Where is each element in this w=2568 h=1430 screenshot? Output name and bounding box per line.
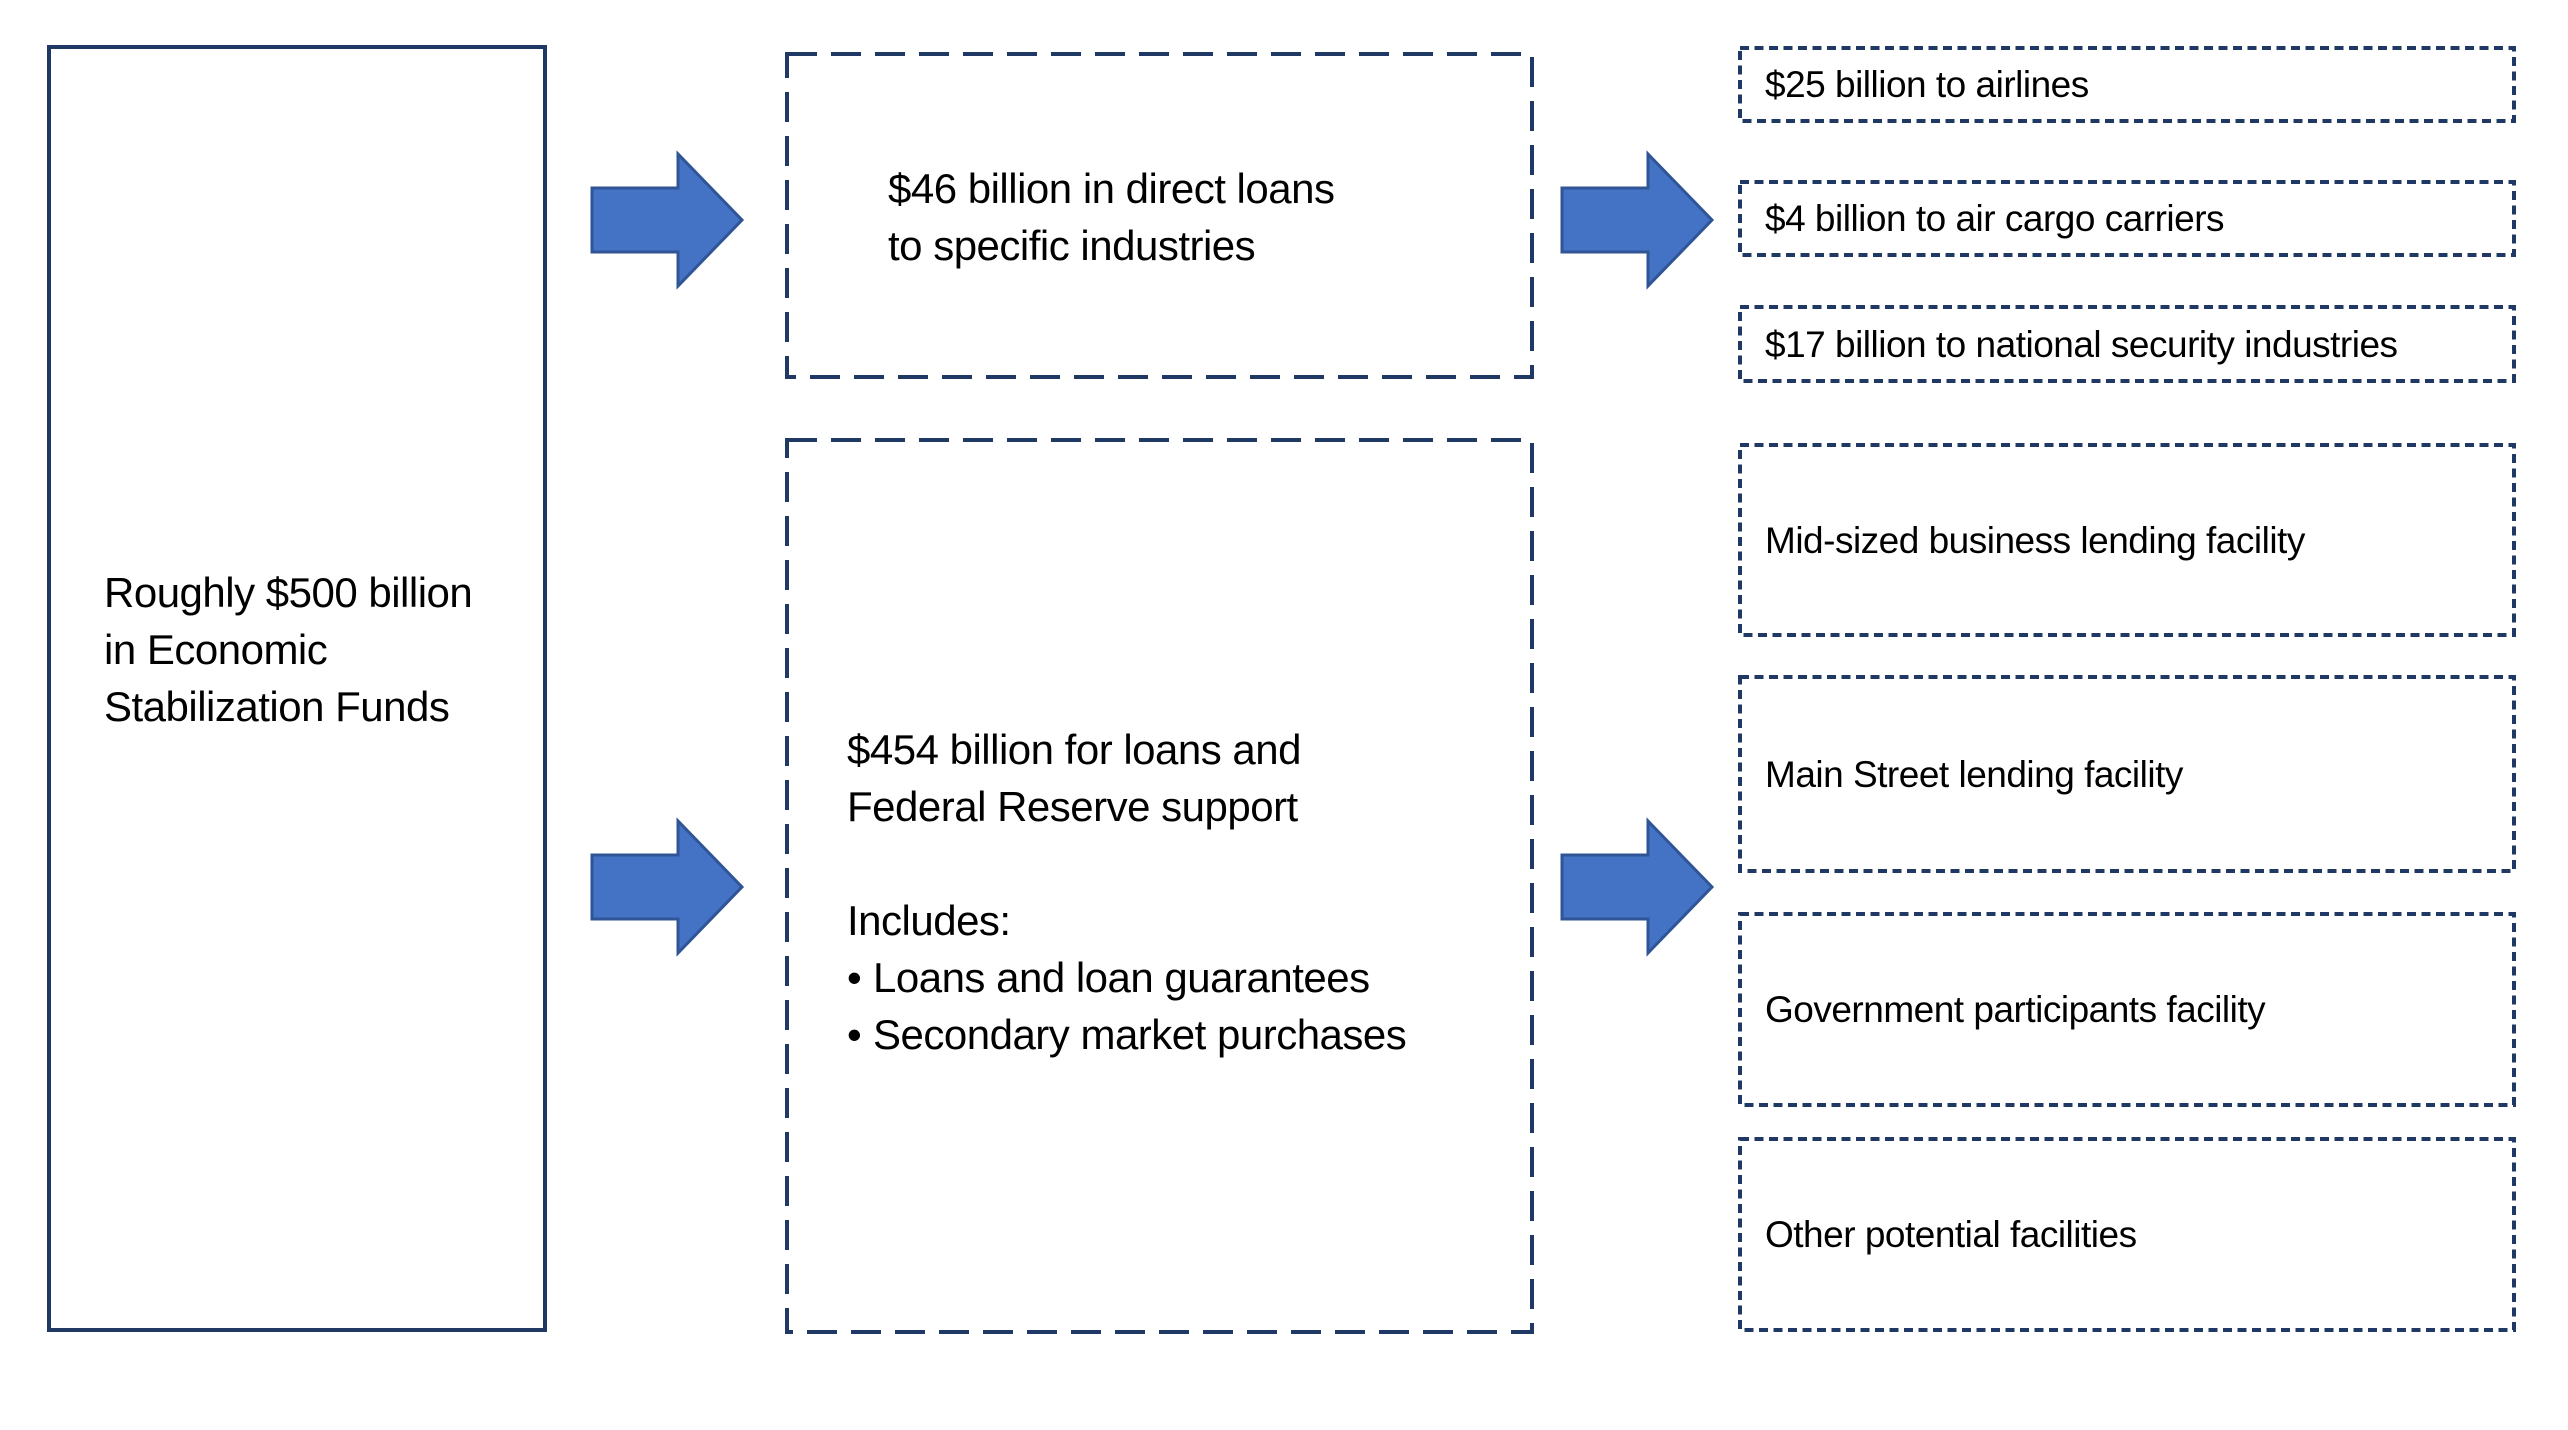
government-participants-box-text: Government participants facility	[1765, 989, 2266, 1030]
source-box-text: Roughly $500 billion in Economic Stabili…	[104, 564, 473, 735]
bullet-icon: •	[847, 1011, 862, 1058]
right-arrow-icon	[1560, 817, 1715, 957]
text-line: Stabilization Funds	[104, 683, 450, 730]
fed-support-box-text: $454 billion for loans and Federal Reser…	[847, 721, 1407, 1063]
mid-sized-business-box-outline	[1738, 443, 2516, 637]
national-security-box-outline	[1738, 305, 2516, 383]
text-line: $46 billion in direct loans	[888, 165, 1335, 212]
bullet-item: • Loans and loan guarantees	[847, 949, 1406, 1006]
right-arrow-icon	[590, 150, 745, 290]
fed-support-box-outline	[785, 438, 1534, 1334]
text-line: Includes:	[847, 897, 1011, 944]
text-line: to specific industries	[888, 222, 1256, 269]
right-arrow-icon	[1560, 150, 1715, 290]
text-line: Federal Reserve support	[847, 783, 1298, 830]
other-facilities-box-text: Other potential facilities	[1765, 1214, 2137, 1255]
blank-line	[847, 835, 1406, 892]
air-cargo-box-outline	[1738, 180, 2516, 257]
bullet-item-label: Loans and loan guarantees	[873, 954, 1370, 1001]
airlines-box-text: $25 billion to airlines	[1765, 64, 2089, 105]
text-line: in Economic	[104, 626, 328, 673]
national-security-box-text: $17 billion to national security industr…	[1765, 323, 2398, 365]
source-box-outline	[47, 45, 547, 1332]
main-street-box-outline	[1738, 675, 2516, 873]
direct-loans-box-outline	[785, 52, 1534, 379]
text-line: Roughly $500 billion	[104, 569, 473, 616]
main-street-box-text: Main Street lending facility	[1765, 753, 2183, 795]
direct-loans-box-text: $46 billion in direct loans to specific …	[888, 160, 1335, 274]
government-participants-box-outline	[1738, 912, 2516, 1107]
air-cargo-box-text: $4 billion to air cargo carriers	[1765, 198, 2225, 239]
mid-sized-business-box-text: Mid-sized business lending facility	[1765, 519, 2305, 561]
bullet-item-label: Secondary market purchases	[873, 1011, 1407, 1058]
right-arrow-icon	[590, 817, 745, 957]
bullet-item: • Secondary market purchases	[847, 1006, 1407, 1063]
airlines-box-outline	[1738, 46, 2516, 123]
other-facilities-box-outline	[1738, 1137, 2516, 1332]
text-line: $454 billion for loans and	[847, 726, 1302, 773]
bullet-icon: •	[847, 954, 862, 1001]
